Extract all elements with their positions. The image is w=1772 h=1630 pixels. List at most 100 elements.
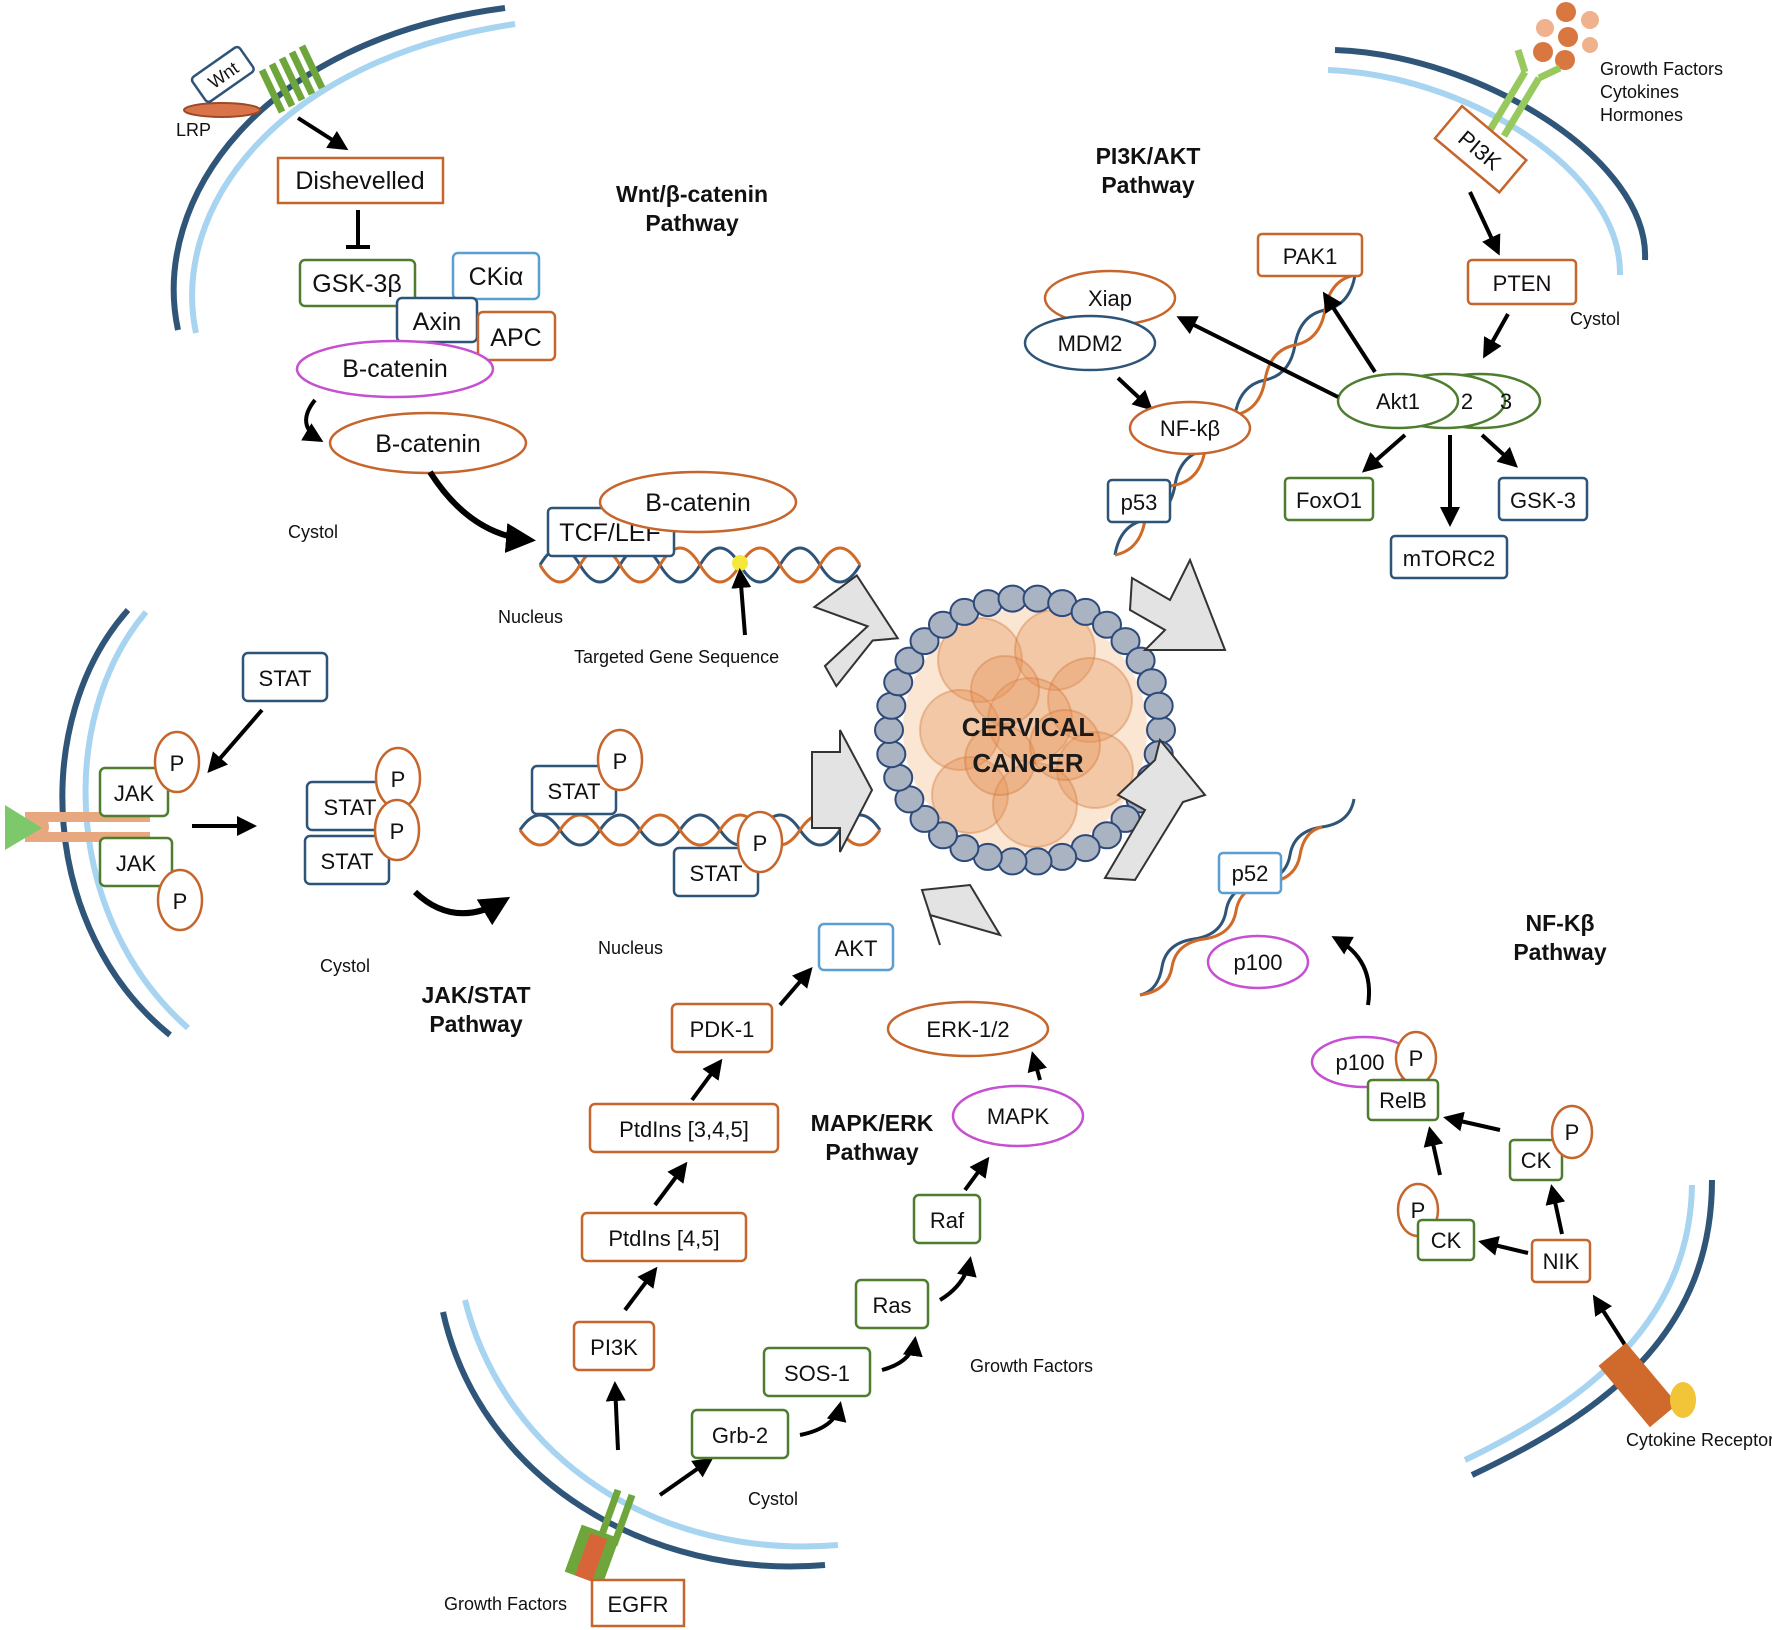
p100-label: p100 [1234,950,1283,975]
arrow-pten-akt [1483,313,1510,359]
mtorc2-box [1389,534,1509,580]
ras-box [854,1278,930,1330]
stat-b-box [303,834,391,886]
ptdins45-box [580,1211,748,1263]
gf-label-1: Growth Factors [1600,59,1723,79]
pointer-pi3k [1128,557,1227,651]
pi3k-title-2: Pathway [1101,172,1195,198]
pointer-arrows [811,557,1227,946]
target-gene-label: Targeted Gene Sequence [574,647,779,667]
nfkb-label-pi3k: NF-kβ [1160,416,1220,441]
pdk1-box [670,1002,774,1054]
membrane-bead [997,584,1028,613]
gf-bottom-label: Growth Factors [444,1594,567,1614]
akt1-ellipse [1336,372,1460,430]
apc-label: APC [490,324,541,352]
pi3k-cystol-label: Cystol [1570,309,1620,329]
arrow-akt-gsk3 [1480,433,1518,468]
pi3k-box-top [1433,104,1529,195]
pi3k-box-bottom [572,1320,656,1372]
p-stat-n1 [596,728,644,792]
stat-top-box [241,651,329,703]
p-stat-n1-label: P [613,749,628,774]
arrow-ras-raf [938,1256,977,1302]
nfkb-ellipse-pi3k [1128,400,1252,456]
wnt-pathway: Wnt LRP Dishevelled GSK-3β CKiα Axin APC… [176,44,798,667]
p100b-label: p100 [1336,1050,1385,1075]
p53-box [1106,478,1172,524]
mapk-cystol-label: Cystol [748,1489,798,1509]
p-jak1-label: P [170,751,185,776]
mtorc2-label: mTORC2 [1403,546,1496,571]
pointer-mapk [920,883,1003,946]
p52-label: p52 [1232,861,1269,886]
membrane-wnt-inner [189,21,516,334]
p-ck1 [1550,1104,1594,1160]
membrane-bead [1047,842,1078,871]
membrane-pi3k-inner [1327,67,1624,276]
jak1-label: JAK [114,781,155,806]
membrane-bead [1022,584,1053,613]
arrow-ptd345-pdk1 [690,1058,723,1102]
membrane-egfr-outer [440,1311,826,1570]
p-ck2-label: P [1411,1198,1426,1223]
p-ck1-label: P [1565,1120,1580,1145]
membrane-bead [1146,716,1176,744]
membrane-bead [894,646,925,675]
relb-label: RelB [1379,1088,1427,1113]
arrow-grb2-sos1 [799,1401,847,1437]
bcatenin-free [328,411,528,475]
ck1-box [1508,1138,1564,1182]
jak-title-1: JAK/STAT [421,982,530,1008]
akt-box [817,922,895,972]
egfr-receptor [564,1488,636,1586]
nfkb-title-1: NF-Kβ [1526,910,1595,936]
ras-label: Ras [872,1293,911,1318]
arrow-pdk1-akt [778,966,813,1007]
membrane-bead [874,716,904,744]
arrow-receptor-nik [1592,1294,1627,1347]
membrane-pi3k-outer [1334,47,1649,261]
erk-label: ERK-1/2 [926,1017,1009,1042]
arrow-egfr-grb2 [658,1457,714,1497]
arrow-ptd45-ptd345 [653,1161,688,1207]
arrow-nik-ck1 [1545,1184,1566,1235]
membrane-wnt-outer [170,5,506,331]
p53-label: p53 [1121,490,1158,515]
mapk-erk-pathway: AKT PDK-1 PtdIns [3,4,5] PtdIns [4,5] PI… [444,922,1093,1628]
nfkb-pathway: p52 p100 p100 P RelB CK P P CK NIK Cytok… [1206,851,1772,1450]
stat-n1-label: STAT [548,779,601,804]
ckia-label: CKiα [469,263,524,291]
p-jak2 [156,868,204,932]
pak1-box [1256,232,1364,278]
nik-box [1530,1238,1592,1284]
jak2-label: JAK [116,851,157,876]
p-jak1 [153,730,201,794]
ckia-box [451,251,541,301]
membrane-bead [949,834,980,863]
mdm2-ellipse [1023,314,1157,372]
lrp-receptor [183,102,261,118]
cytokine-receptor-label: Cytokine Receptor [1626,1430,1772,1450]
arrow-nfkb-nucleus [1331,936,1371,1006]
wnt-ligand-box [190,45,255,104]
p52-box [1217,851,1283,895]
p100-ellipse [1206,934,1310,990]
membrane-bead [883,763,914,792]
jak1-box [98,766,170,818]
wnt-title-2: Pathway [645,210,739,236]
arrow-ck2-relb [1423,1126,1444,1176]
raf-label: Raf [930,1208,965,1233]
arrow-target-gene [731,568,752,636]
xiap-label: Xiap [1088,286,1132,311]
p-stat-n2 [736,810,784,874]
pak1-label: PAK1 [1283,244,1338,269]
p-stat-b-label: P [390,819,405,844]
membrane-bead [1136,668,1167,697]
dna-jak-strand1 [518,813,882,847]
gf-label-2: Cytokines [1600,82,1679,102]
egfr-label: EGFR [607,1592,668,1617]
pi3k-label-bottom: PI3K [590,1335,638,1360]
membrane-bead [876,740,907,769]
